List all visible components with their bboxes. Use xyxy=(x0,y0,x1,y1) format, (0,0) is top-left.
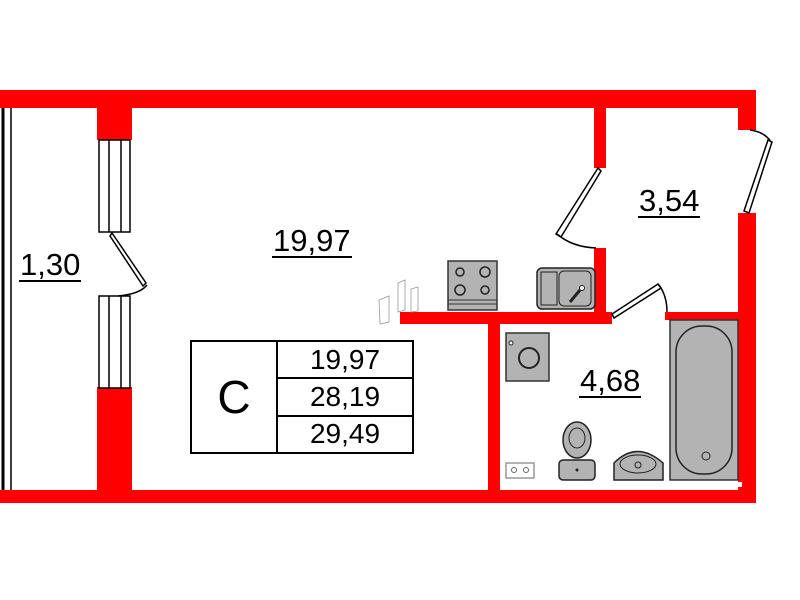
entrance-door[interactable] xyxy=(743,129,773,214)
total-with-balcony-value: 29,49 xyxy=(309,418,381,450)
kitchen-sink-icon xyxy=(536,267,596,310)
total-area-value: 28,19 xyxy=(278,379,412,417)
main-room-area-label: 19,97 xyxy=(272,223,352,258)
hallway-area-label: 3,54 xyxy=(638,183,701,218)
bathroom-door[interactable] xyxy=(611,282,668,320)
washing-machine-icon xyxy=(505,332,550,382)
apartment-legend: C 19,97 28,19 29,49 xyxy=(190,340,414,454)
window-upper xyxy=(98,139,131,233)
bathtub-icon xyxy=(669,319,739,481)
toilet-icon xyxy=(558,421,596,481)
apartment-class: C xyxy=(192,342,278,452)
walls xyxy=(0,90,756,503)
living-area-value: 19,97 xyxy=(278,342,412,380)
bathroom-area-label: 4,68 xyxy=(579,363,642,398)
hallway-door[interactable] xyxy=(554,166,602,249)
fridge-icon xyxy=(378,279,419,325)
socket-icon xyxy=(505,462,535,479)
balcony-area-label: 1,30 xyxy=(19,247,82,282)
stove-icon xyxy=(447,260,498,311)
window-lower xyxy=(98,295,131,389)
washbasin-icon xyxy=(613,450,664,481)
balcony-door[interactable] xyxy=(109,231,148,297)
